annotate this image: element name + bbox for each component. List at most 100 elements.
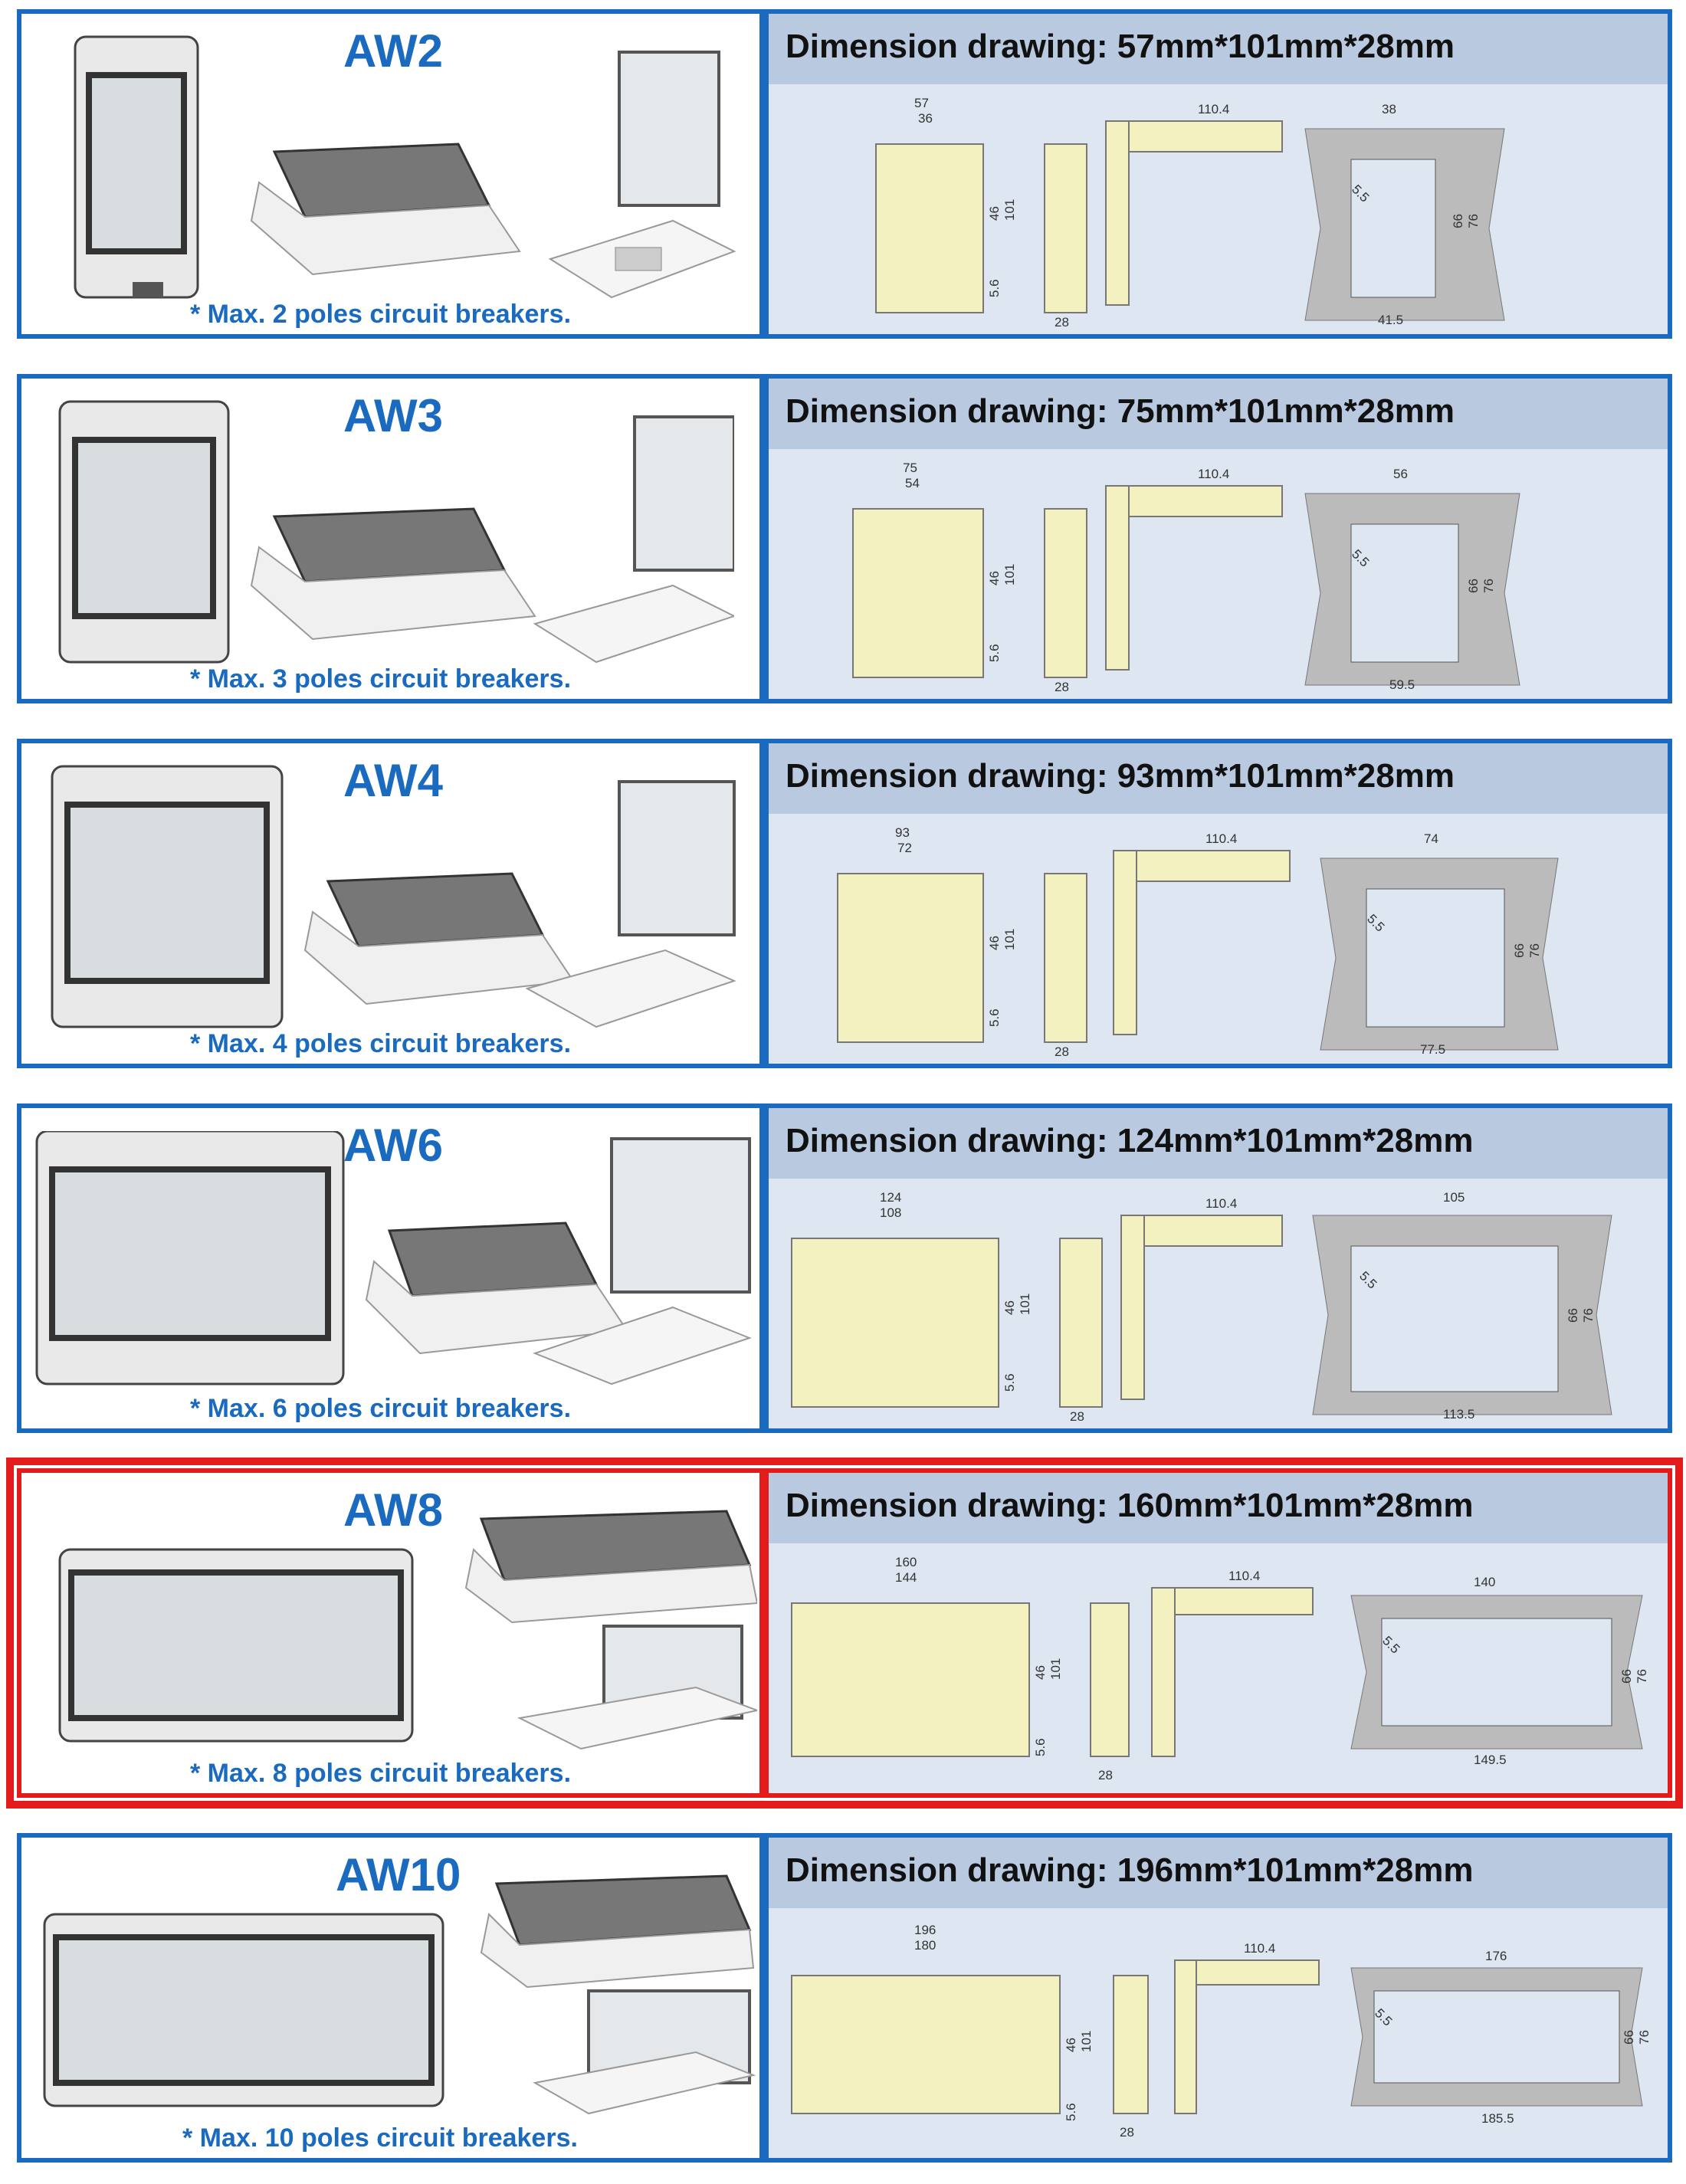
dimension-header: Dimension drawing: 124mm*101mm*28mm [769,1108,1668,1179]
pole-note: * Max. 10 poles circuit breakers. [182,2123,578,2153]
dim-inner-height: 46 [1033,1665,1048,1680]
dimension-header: Dimension drawing: 93mm*101mm*28mm [769,743,1668,814]
dimension-title: Dimension drawing: 93mm*101mm*28mm [786,757,1455,795]
product-photo-panel: AW2 * Max. 2 poles circuit breakers. [17,9,764,339]
dimension-title: Dimension drawing: 75mm*101mm*28mm [786,392,1455,430]
pole-note: * Max. 2 poles circuit breakers. [190,300,572,329]
dim-76: 76 [1466,214,1481,228]
dimension-panel: Dimension drawing: 124mm*101mm*28mm 124 … [764,1103,1672,1433]
product-row-aw2: AW2 * Max. 2 poles circuit breakers. Dim… [17,9,1672,339]
product-photos [35,1131,752,1385]
dim-66: 66 [1512,943,1527,958]
dim-hole-width: 176 [1485,1949,1507,1963]
highlight-frame [6,1458,1683,1809]
dim-76: 76 [1581,1308,1596,1323]
dim-76: 76 [1635,1669,1649,1684]
dimension-title: Dimension drawing: 57mm*101mm*28mm [786,28,1455,65]
dim-hole-width: 74 [1424,831,1438,846]
dim-gap: 5.6 [987,279,1002,297]
dim-height: 101 [1002,199,1017,221]
dim-arm: 110.4 [1244,1941,1275,1956]
dimension-header: Dimension drawing: 75mm*101mm*28mm [769,379,1668,449]
dim-inner-width: 72 [897,841,912,855]
dim-bottom-width: 77.5 [1420,1042,1445,1057]
dim-bottom-width: 149.5 [1474,1753,1507,1767]
dim-inner-height: 46 [987,571,1002,585]
dimension-panel: Dimension drawing: 93mm*101mm*28mm 93 72… [764,739,1672,1068]
dimension-drawing: 196 180 46 101 5.6 28 110.4 176 185.5 5.… [791,1923,1652,2140]
dimension-drawing: 75 54 46 101 5.6 28 110.4 56 59.5 5.5 66… [852,461,1520,694]
pole-note: * Max. 4 poles circuit breakers. [190,1029,572,1058]
dimension-drawing: 57 36 46 101 5.6 28 110.4 38 41.5 5.5 66… [875,96,1505,330]
dim-76: 76 [1527,943,1542,958]
dim-height: 101 [1002,929,1017,950]
dim-width: 196 [914,1923,936,1937]
dim-hole-width: 140 [1474,1575,1495,1589]
product-photo-panel: AW10 * Max. 10 poles circuit breakers. [17,1833,764,2163]
dimension-header: Dimension drawing: 196mm*101mm*28mm [769,1838,1668,1908]
dimension-drawing: 93 72 46 101 5.6 28 110.4 74 77.5 5.5 66… [837,825,1559,1059]
dim-76: 76 [1481,579,1496,593]
model-title: AW2 [343,25,444,77]
dim-inner-width: 108 [880,1205,901,1220]
product-photos [74,35,736,299]
dim-bottom-width: 59.5 [1389,677,1415,692]
model-title: AW10 [336,1849,461,1900]
pole-note: * Max. 6 poles circuit breakers. [190,1394,572,1423]
product-photos [58,1510,757,1750]
dimension-panel: Dimension drawing: 57mm*101mm*28mm 57 36… [764,9,1672,339]
dim-66: 66 [1566,1308,1580,1323]
dim-inner-width: 144 [895,1570,917,1585]
product-row-aw6: AW6 * Max. 6 poles circuit breakers. Dim… [17,1103,1672,1433]
dim-arm: 110.4 [1205,1196,1237,1211]
dim-inner-height: 46 [987,936,1002,950]
dimension-header: Dimension drawing: 160mm*101mm*28mm [769,1473,1668,1543]
dim-66: 66 [1466,579,1481,593]
dim-arm: 110.4 [1198,102,1229,116]
dim-height: 101 [1079,2031,1094,2052]
dim-66: 66 [1619,1669,1634,1684]
dim-gap: 5.6 [987,644,1002,662]
dimension-panel: Dimension drawing: 160mm*101mm*28mm 160 … [764,1468,1672,1798]
dim-width: 124 [880,1190,901,1205]
product-row-aw10: AW10 * Max. 10 poles circuit breakers. D… [17,1833,1672,2163]
dim-66: 66 [1451,214,1465,228]
product-row-aw4: AW4 * Max. 4 poles circuit breakers. Dim… [17,739,1672,1068]
model-title: AW3 [343,390,444,441]
model-title: AW6 [343,1120,444,1171]
product-photos [43,1874,756,2115]
dim-arm: 110.4 [1205,831,1237,846]
dim-inner-width: 36 [918,111,933,126]
dimension-drawing: 124 108 46 101 5.6 28 110.4 105 113.5 5.… [791,1190,1612,1424]
dim-66: 66 [1622,2030,1636,2045]
dim-gap: 5.6 [987,1008,1002,1027]
dim-inner-height: 46 [987,206,1002,221]
dim-hole-width: 105 [1443,1190,1465,1205]
dimension-header: Dimension drawing: 57mm*101mm*28mm [769,14,1668,84]
dim-hole-width: 38 [1382,102,1396,116]
dim-inner-width: 54 [905,476,920,490]
model-title: AW8 [343,1484,444,1536]
dim-width: 75 [903,461,917,475]
dimension-title: Dimension drawing: 124mm*101mm*28mm [786,1122,1474,1159]
dimension-panel: Dimension drawing: 196mm*101mm*28mm 196 … [764,1833,1672,2163]
dim-depth: 28 [1120,2125,1134,2140]
dim-76: 76 [1637,2030,1652,2045]
dim-gap: 5.6 [1002,1373,1017,1392]
dim-width: 57 [914,96,929,110]
dim-hole-width: 56 [1393,467,1408,481]
dim-depth: 28 [1055,680,1069,694]
dim-inner-height: 46 [1002,1300,1017,1315]
dim-inner-height: 46 [1064,2038,1078,2052]
dim-height: 101 [1002,564,1017,585]
dimension-drawing: 160 144 46 101 5.6 28 110.4 140 149.5 5.… [791,1555,1649,1782]
dimension-title: Dimension drawing: 196mm*101mm*28mm [786,1851,1474,1889]
product-photo-panel: AW8 * Max. 8 poles circuit breakers. [17,1468,764,1798]
dim-height: 101 [1048,1658,1063,1680]
dim-depth: 28 [1098,1768,1113,1782]
pole-note: * Max. 8 poles circuit breakers. [190,1759,572,1788]
dim-bottom-width: 113.5 [1443,1407,1474,1422]
dim-depth: 28 [1055,1044,1069,1059]
dim-arm: 110.4 [1228,1569,1260,1583]
product-photo-panel: AW6 * Max. 6 poles circuit breakers. [17,1103,764,1433]
